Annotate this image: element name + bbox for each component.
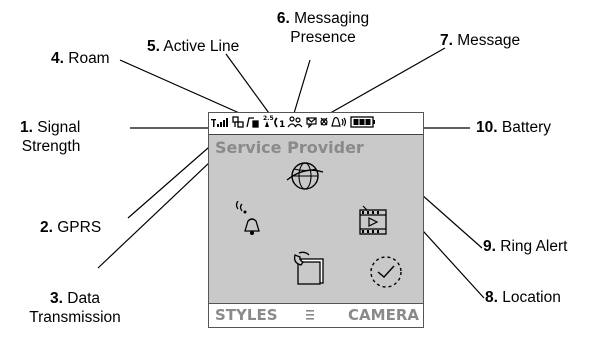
phonebook-icon[interactable] xyxy=(291,249,327,285)
multimedia-icon[interactable] xyxy=(357,204,389,236)
line-number: 1 xyxy=(279,120,285,130)
ring-style-icon[interactable] xyxy=(233,201,265,235)
callout-text-line2: Presence xyxy=(290,29,356,46)
callout-number: 8. xyxy=(485,289,498,306)
ring-alert-icon xyxy=(331,116,347,127)
callout-number: 10. xyxy=(476,119,498,136)
callout-roam: 4. Roam xyxy=(51,49,110,68)
callout-text: GPRS xyxy=(57,219,102,236)
callout-location: 8. Location xyxy=(485,288,561,307)
soft-key-bar: STYLES CAMERA xyxy=(209,303,423,327)
menu-icon[interactable] xyxy=(305,309,315,321)
gprs-icon xyxy=(232,116,244,128)
callout-message: 7. Message xyxy=(440,31,520,50)
message-icon xyxy=(306,117,317,129)
callout-battery: 10. Battery xyxy=(476,118,551,137)
callout-signal-strength: 1. Signal Strength xyxy=(20,118,80,156)
roam-tag: 2.5 xyxy=(263,115,274,122)
messaging-presence-icon xyxy=(287,116,303,128)
callout-text: Location xyxy=(502,289,561,306)
callout-number: 1. xyxy=(20,119,33,136)
camera-soft-key[interactable]: CAMERA xyxy=(348,306,419,324)
callout-text: Message xyxy=(457,32,521,49)
signal-icon xyxy=(211,118,228,127)
callout-gprs: 2. GPRS xyxy=(40,218,101,237)
web-globe-icon[interactable] xyxy=(285,158,325,194)
status-bar: 2.5 1 xyxy=(209,113,423,135)
callout-messaging-presence: 6. Messaging Presence xyxy=(268,9,378,47)
active-line-icon: 1 xyxy=(274,117,285,130)
data-transmission-icon xyxy=(246,117,259,128)
callout-text: Messaging xyxy=(294,10,370,27)
callout-number: 3. xyxy=(50,290,63,307)
callout-number: 6. xyxy=(276,10,290,27)
battery-icon xyxy=(350,116,375,128)
callout-text: Data xyxy=(67,290,100,307)
callout-text: Roam xyxy=(68,50,110,67)
callout-number: 4. xyxy=(51,50,64,67)
callout-data-transmission: 3. Data Transmission xyxy=(20,289,130,327)
callout-ring-alert: 9. Ring Alert xyxy=(483,237,567,256)
callout-active-line: 5. Active Line xyxy=(147,37,239,56)
callout-number: 5. xyxy=(147,38,160,55)
callout-number: 9. xyxy=(483,238,496,255)
callout-text: Signal xyxy=(37,119,81,136)
callout-text-line2: Strength xyxy=(21,138,81,155)
phone-screen: 2.5 1 xyxy=(208,112,424,328)
callout-number: 2. xyxy=(40,219,53,236)
location-icon xyxy=(320,117,328,126)
callout-text: Battery xyxy=(501,119,551,136)
clock-icon[interactable] xyxy=(367,253,405,291)
callout-number: 7. xyxy=(440,32,453,49)
service-provider-label: Service Provider xyxy=(215,138,364,157)
callout-text: Active Line xyxy=(163,38,240,55)
callout-text: Ring Alert xyxy=(500,238,568,255)
styles-soft-key[interactable]: STYLES xyxy=(215,306,278,324)
callout-text-line2: Transmission xyxy=(29,309,121,326)
roam-icon: 2.5 xyxy=(263,115,274,127)
